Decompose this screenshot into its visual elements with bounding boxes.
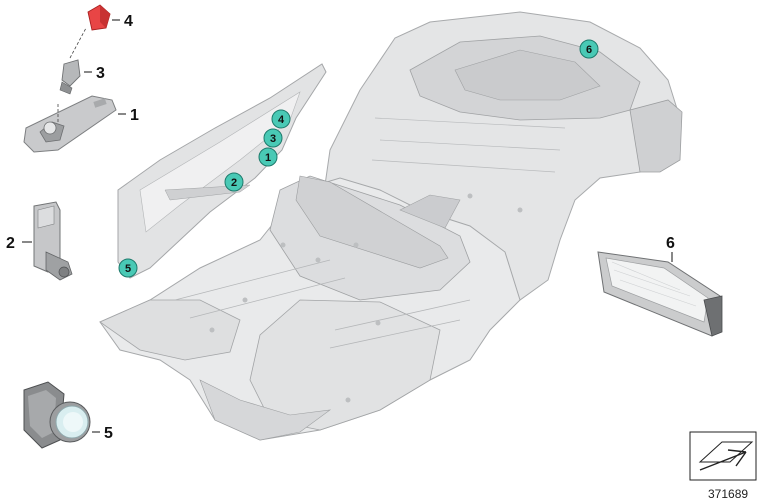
view-direction-arrow-icon [698, 441, 754, 471]
leader-lines [22, 19, 673, 433]
part-label-2: 2 [6, 235, 15, 252]
callout-marker-6: 6 [579, 39, 599, 59]
clip-part [59, 59, 81, 95]
view-direction-box [689, 431, 757, 481]
svg-text:2: 2 [231, 177, 237, 189]
interior-light-part [597, 251, 723, 337]
part-label-5: 5 [104, 425, 113, 442]
part-label-1: 1 [130, 107, 139, 124]
callout-marker-5: 5 [118, 258, 138, 278]
callout-marker-3: 3 [263, 128, 283, 148]
svg-text:1: 1 [265, 152, 271, 164]
reference-number: 371689 [708, 487, 748, 501]
svg-text:4: 4 [278, 114, 285, 126]
svg-text:5: 5 [125, 263, 131, 275]
sensor-part [33, 201, 73, 281]
part-label-3: 3 [96, 65, 105, 82]
sensor-holder-part [23, 95, 117, 153]
floor-pan [99, 11, 683, 441]
red-cap-part [87, 4, 111, 31]
svg-text:3: 3 [270, 133, 276, 145]
pdc-sensor-part [23, 381, 91, 449]
part-label-6: 6 [666, 235, 675, 252]
callout-marker-2: 2 [224, 172, 244, 192]
part-label-4: 4 [124, 13, 133, 30]
svg-text:6: 6 [586, 44, 592, 56]
callout-marker-1: 1 [258, 147, 278, 167]
callout-marker-4: 4 [271, 109, 291, 129]
